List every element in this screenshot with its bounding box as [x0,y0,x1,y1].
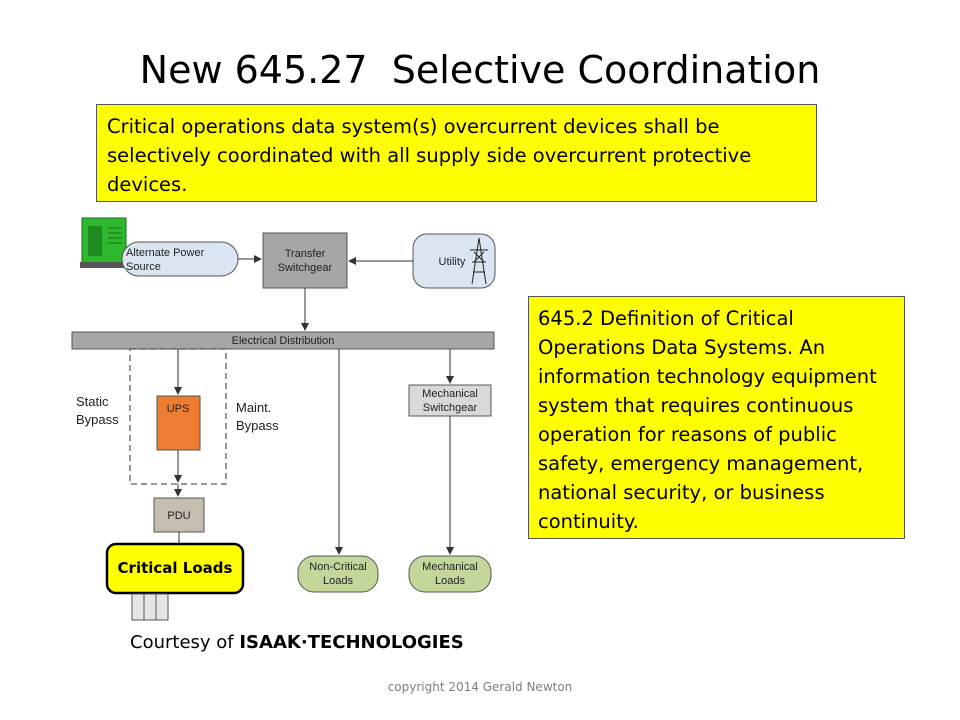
ups-label: UPS [167,403,190,415]
transfer-switchgear-label-2: Switchgear [278,262,333,274]
mechanical-loads-label-2: Loads [435,575,465,587]
critical-loads: Critical Loads [105,542,245,595]
generator-icon [80,217,128,268]
transfer-switchgear: Transfer Switchgear [262,232,348,289]
maint-bypass-label-2: Bypass [236,418,279,433]
mechanical-loads: Mechanical Loads [408,555,492,593]
static-bypass-label-2: Bypass [76,412,119,427]
utility-source: Utility [412,233,496,289]
alternate-power-source: Alternate Power Source [121,241,239,277]
non-critical-loads-label-2: Loads [323,575,353,587]
maint-bypass-label-1: Maint. [236,400,271,415]
mechanical-switchgear: Mechanical Switchgear [408,384,492,417]
mechanical-switchgear-label-1: Mechanical [422,388,478,400]
utility-label: Utility [439,256,466,268]
non-critical-loads: Non-Critical Loads [297,555,379,593]
slide-title: New 645.27 Selective Coordination [139,48,821,92]
selective-coordination-note: Critical operations data system(s) overc… [96,104,817,202]
pdu-label: PDU [167,510,190,522]
mechanical-switchgear-label-2: Switchgear [423,402,478,414]
courtesy-credit: Courtesy of ISAAK·TECHNOLOGIES [130,632,464,653]
transmission-tower-icon [470,237,488,285]
critical-loads-label: Critical Loads [118,559,233,577]
transfer-switchgear-label-1: Transfer [285,248,326,260]
electrical-distribution-bus: Electrical Distribution [71,331,495,350]
alternate-power-label-1: Alternate Power [126,247,205,259]
alternate-power-label-2: Source [126,261,161,273]
mechanical-loads-label-1: Mechanical [422,561,478,573]
courtesy-prefix: Courtesy of [130,632,240,653]
critical-operations-definition-note: 645.2 Definition of Critical Operations … [528,296,905,539]
copyright-notice: copyright 2014 Gerald Newton [387,680,573,694]
ups-unit: UPS [156,395,201,451]
courtesy-company: ISAAK·TECHNOLOGIES [239,632,464,653]
pdu-unit: PDU [153,497,205,533]
non-critical-loads-label-1: Non-Critical [309,561,366,573]
electrical-distribution-label: Electrical Distribution [232,335,335,347]
server-rack-icon [131,593,169,621]
bypass-dashed-path [129,348,227,485]
static-bypass-label-1: Static [76,394,109,409]
